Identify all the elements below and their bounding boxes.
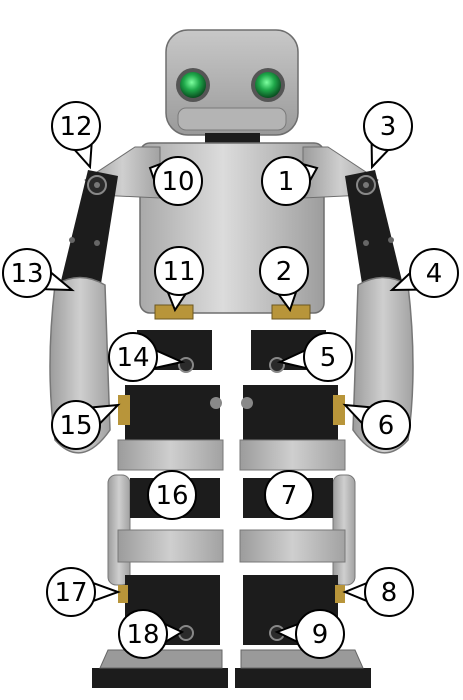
servo-callout-13: 13 <box>2 248 75 298</box>
servo-number-label: 5 <box>320 343 337 373</box>
servo-number-label: 16 <box>155 481 188 511</box>
callout-bubble-icon <box>147 470 197 520</box>
robot-head <box>165 29 299 145</box>
servo-number-label: 14 <box>116 343 149 373</box>
servo-callout-16: 16 <box>147 470 197 520</box>
callout-bubble-icon <box>264 470 314 520</box>
servo-callout-15: 15 <box>51 400 121 450</box>
callout-bubble-icon <box>259 246 309 296</box>
servo-callout-10: 10 <box>148 156 203 206</box>
callout-bubble-icon <box>364 567 414 617</box>
neck <box>205 133 260 145</box>
servo-number-label: 4 <box>426 259 443 289</box>
callout-pointer <box>92 581 121 603</box>
servo-number-label: 7 <box>281 481 298 511</box>
callout-bubble-icon <box>303 332 353 382</box>
servo-number-label: 17 <box>54 578 87 608</box>
callout-bubble-icon <box>261 156 311 206</box>
right-eye-icon <box>251 68 285 102</box>
servo-number-label: 1 <box>278 167 295 197</box>
callout-bubble-icon <box>361 400 411 450</box>
servo-number-label: 12 <box>59 112 92 142</box>
callout-bubble-icon <box>118 609 168 659</box>
servo-callout-17: 17 <box>46 567 121 617</box>
left-leg <box>92 330 228 688</box>
callout-bubble-icon <box>295 609 345 659</box>
servo-number-label: 3 <box>380 112 397 142</box>
callout-bubble-icon <box>363 101 413 151</box>
callout-bubble-icon <box>46 567 96 617</box>
servo-callout-8: 8 <box>342 567 414 617</box>
servo-number-label: 18 <box>126 620 159 650</box>
callout-pointer <box>342 581 368 603</box>
servo-callout-3: 3 <box>363 101 413 170</box>
servo-number-label: 13 <box>10 259 43 289</box>
servo-callout-12: 12 <box>51 101 101 170</box>
servo-number-label: 8 <box>381 578 398 608</box>
servo-callout-11: 11 <box>154 246 204 313</box>
callout-bubble-icon <box>153 156 203 206</box>
robot-torso <box>84 142 379 320</box>
left-eye-icon <box>176 68 210 102</box>
servo-callout-5: 5 <box>276 332 353 382</box>
servo-callout-14: 14 <box>108 332 186 382</box>
callout-bubble-icon <box>154 246 204 296</box>
servo-number-label: 2 <box>276 257 293 287</box>
servo-callout-1: 1 <box>261 156 319 206</box>
servo-callout-7: 7 <box>264 470 314 520</box>
servo-number-label: 9 <box>312 620 329 650</box>
servo-callout-4: 4 <box>389 248 459 298</box>
servo-callout-18: 18 <box>118 609 185 659</box>
servo-callout-9: 9 <box>274 609 345 659</box>
callout-bubble-icon <box>51 400 101 450</box>
callout-bubble-icon <box>51 101 101 151</box>
servo-callout-6: 6 <box>342 400 411 450</box>
servo-number-label: 11 <box>162 257 195 287</box>
callout-bubble-icon <box>108 332 158 382</box>
servo-callout-2: 2 <box>259 246 309 313</box>
servo-number-label: 15 <box>59 411 92 441</box>
callout-bubble-icon <box>2 248 52 298</box>
servo-number-label: 6 <box>378 411 395 441</box>
servo-number-label: 10 <box>161 167 194 197</box>
callout-bubble-icon <box>409 248 459 298</box>
